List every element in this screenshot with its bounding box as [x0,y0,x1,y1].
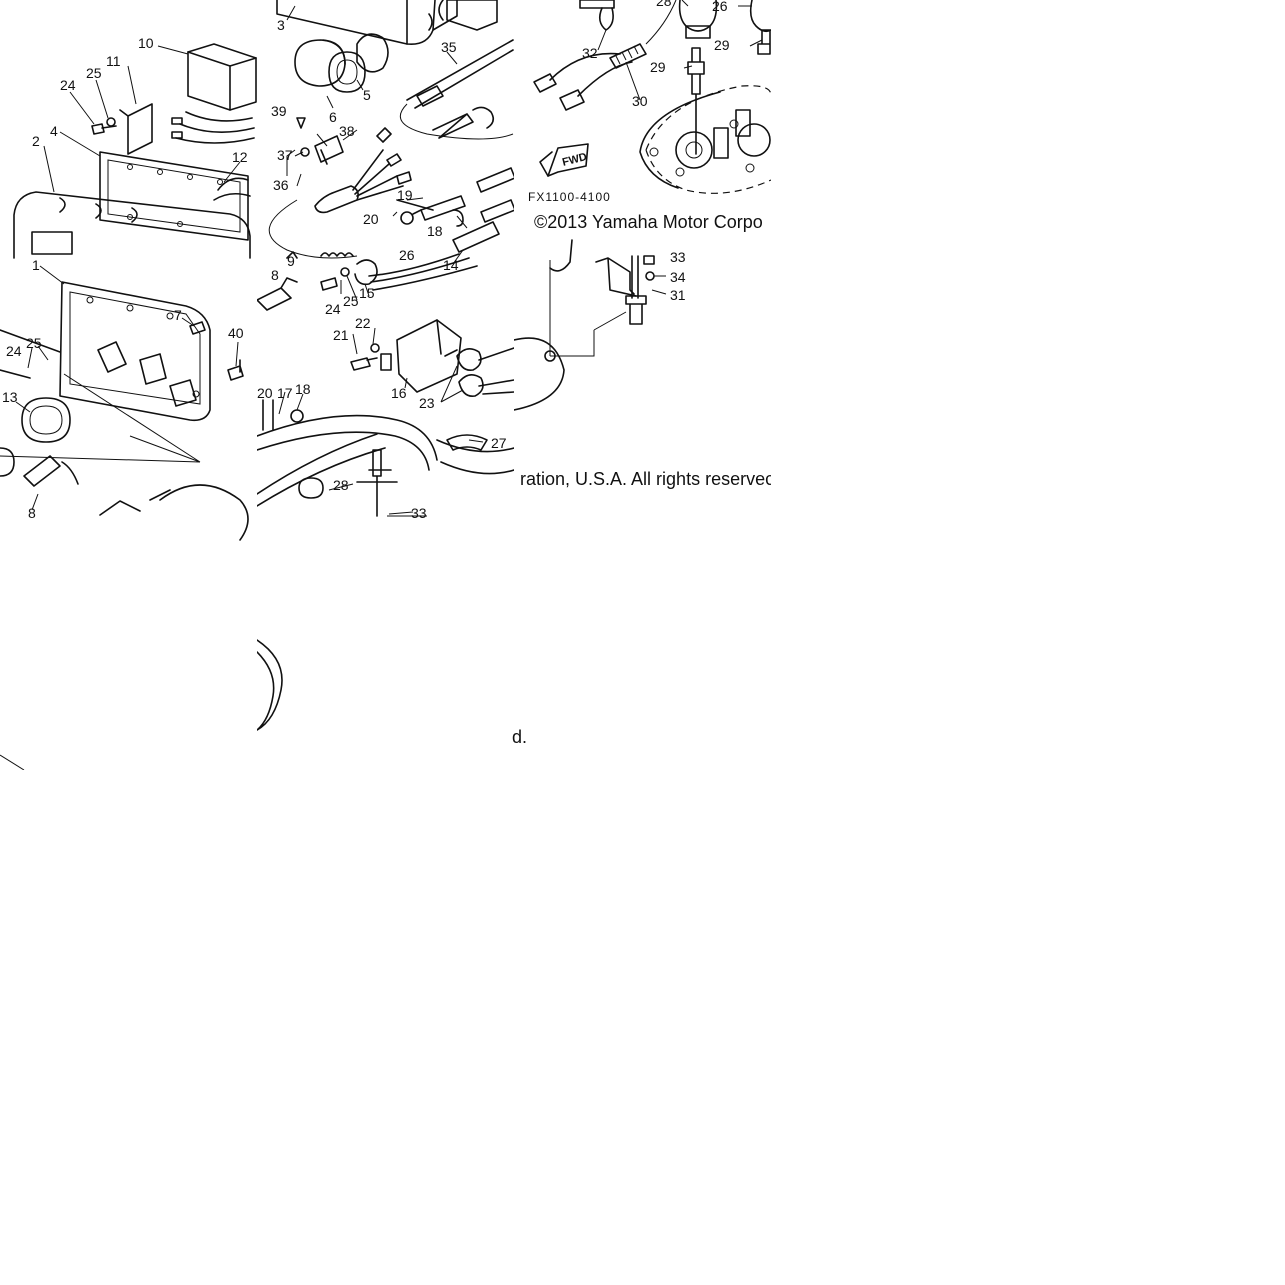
callout-23: 23 [419,395,435,411]
callout-25b: 25 [26,335,42,351]
callout-29b: 29 [714,37,730,53]
callout-1: 1 [32,257,40,273]
callout-28b: 28 [656,0,672,9]
callout-16: 16 [391,385,407,401]
callout-14: 14 [443,257,459,273]
callout-25a: 25 [86,65,102,81]
callout-9: 9 [287,253,295,269]
callout-31: 31 [670,287,686,303]
callout-5: 5 [363,87,371,103]
fwd-arrow-label: FWD [561,151,588,169]
callout-17: 17 [277,385,293,401]
callout-8b: 8 [271,267,279,283]
callout-26b: 26 [712,0,728,14]
callout-8: 8 [28,505,36,521]
callout-3: 3 [277,17,285,33]
callout-24b: 24 [6,343,22,359]
callout-24a: 24 [60,77,76,93]
callout-25c: 25 [343,293,359,309]
callout-18b: 18 [295,381,311,397]
callout-27: 27 [491,435,507,451]
callout-33b: 33 [670,249,686,265]
callout-19: 19 [397,187,413,203]
callout-22: 22 [355,315,371,331]
callout-6: 6 [329,109,337,125]
callout-39: 39 [271,103,287,119]
callout-20: 20 [363,211,379,227]
diagram-tile-left: 10 11 25 24 4 2 12 1 7 25 24 40 13 8 [0,0,257,770]
diagram-tile-middle: 3 35 6 5 39 38 37 36 19 20 18 14 8 9 24 … [257,0,514,770]
diagram-tile-right: FWD 32 30 28 26 29 29 34 31 33 FX1100-41… [514,0,771,770]
callout-34: 34 [670,269,686,285]
callout-30: 30 [632,93,648,109]
callout-21: 21 [333,327,349,343]
callout-4: 4 [50,123,58,139]
callout-18: 18 [427,223,443,239]
callout-32: 32 [582,45,598,61]
callout-10: 10 [138,35,154,51]
callout-40: 40 [228,325,244,341]
callout-28: 28 [333,477,349,493]
callout-7: 7 [174,307,182,323]
callout-12: 12 [232,149,248,165]
callout-33: 33 [411,505,427,521]
figure-code: FX1100-4100 [528,190,611,204]
callout-15: 15 [359,285,375,301]
callout-13: 13 [2,389,18,405]
callout-2: 2 [32,133,40,149]
callout-36: 36 [273,177,289,193]
callout-11: 11 [106,53,121,69]
callout-29a: 29 [650,59,666,75]
callout-20b: 20 [257,385,273,401]
callout-38: 38 [339,123,355,139]
copyright-tail: d. [512,727,528,747]
copyright-line-start: ©2013 Yamaha Motor Corpo [534,212,763,232]
copyright-line-end: ration, U.S.A. All rights reservec [520,469,771,489]
callout-24c: 24 [325,301,341,317]
callout-35: 35 [441,39,457,55]
callout-37: 37 [277,147,293,163]
callout-26: 26 [399,247,415,263]
